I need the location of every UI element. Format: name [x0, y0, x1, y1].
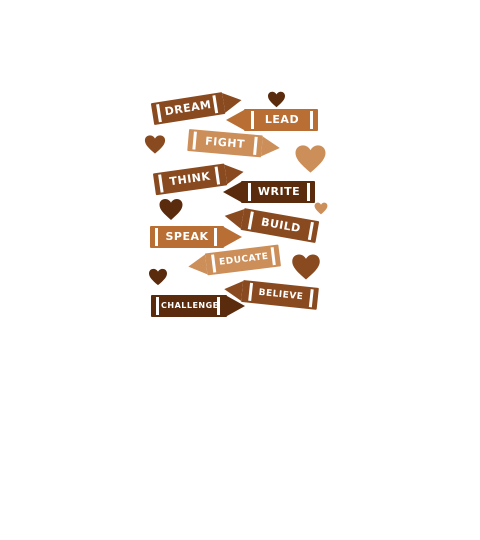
crayon-lead: LEAD — [226, 109, 318, 131]
crayon-label: THINK — [168, 169, 212, 189]
heart-icon — [292, 254, 320, 280]
crayon-label: EDUCATE — [218, 251, 270, 268]
heart-icon — [144, 135, 166, 154]
crayon-tip — [227, 296, 245, 316]
crayon-label: LEAD — [264, 113, 300, 126]
crayon-tip — [224, 227, 242, 247]
crayon-label: SPEAK — [165, 230, 209, 243]
crayon-speak: SPEAK — [150, 226, 242, 248]
crayon-label: BELIEVE — [258, 287, 304, 303]
crayon-label: WRITE — [257, 185, 301, 198]
crayon-challenge: CHALLENGE — [151, 295, 245, 317]
crayon-tip — [223, 182, 241, 202]
crayon-body — [150, 226, 224, 248]
crayon-write: WRITE — [223, 181, 315, 203]
crayon-label: FIGHT — [204, 134, 246, 151]
heart-icon — [149, 268, 167, 286]
crayon-label: CHALLENGE — [161, 301, 219, 310]
crayon-body — [241, 181, 315, 203]
heart-icon — [295, 145, 326, 173]
crayon-tip — [187, 254, 208, 277]
heart-icon — [159, 199, 183, 220]
heart-icon — [314, 202, 328, 215]
crayon-label: DREAM — [163, 97, 213, 119]
crayon-body — [244, 109, 318, 131]
crayon-tip — [261, 136, 281, 158]
crayon-label: BUILD — [260, 215, 302, 236]
heart-icon — [268, 91, 285, 108]
crayon-fight: FIGHT — [187, 129, 281, 159]
crayon-body — [151, 295, 227, 317]
crayon-tip — [226, 110, 244, 130]
crayon-educate: EDUCATE — [187, 244, 281, 277]
